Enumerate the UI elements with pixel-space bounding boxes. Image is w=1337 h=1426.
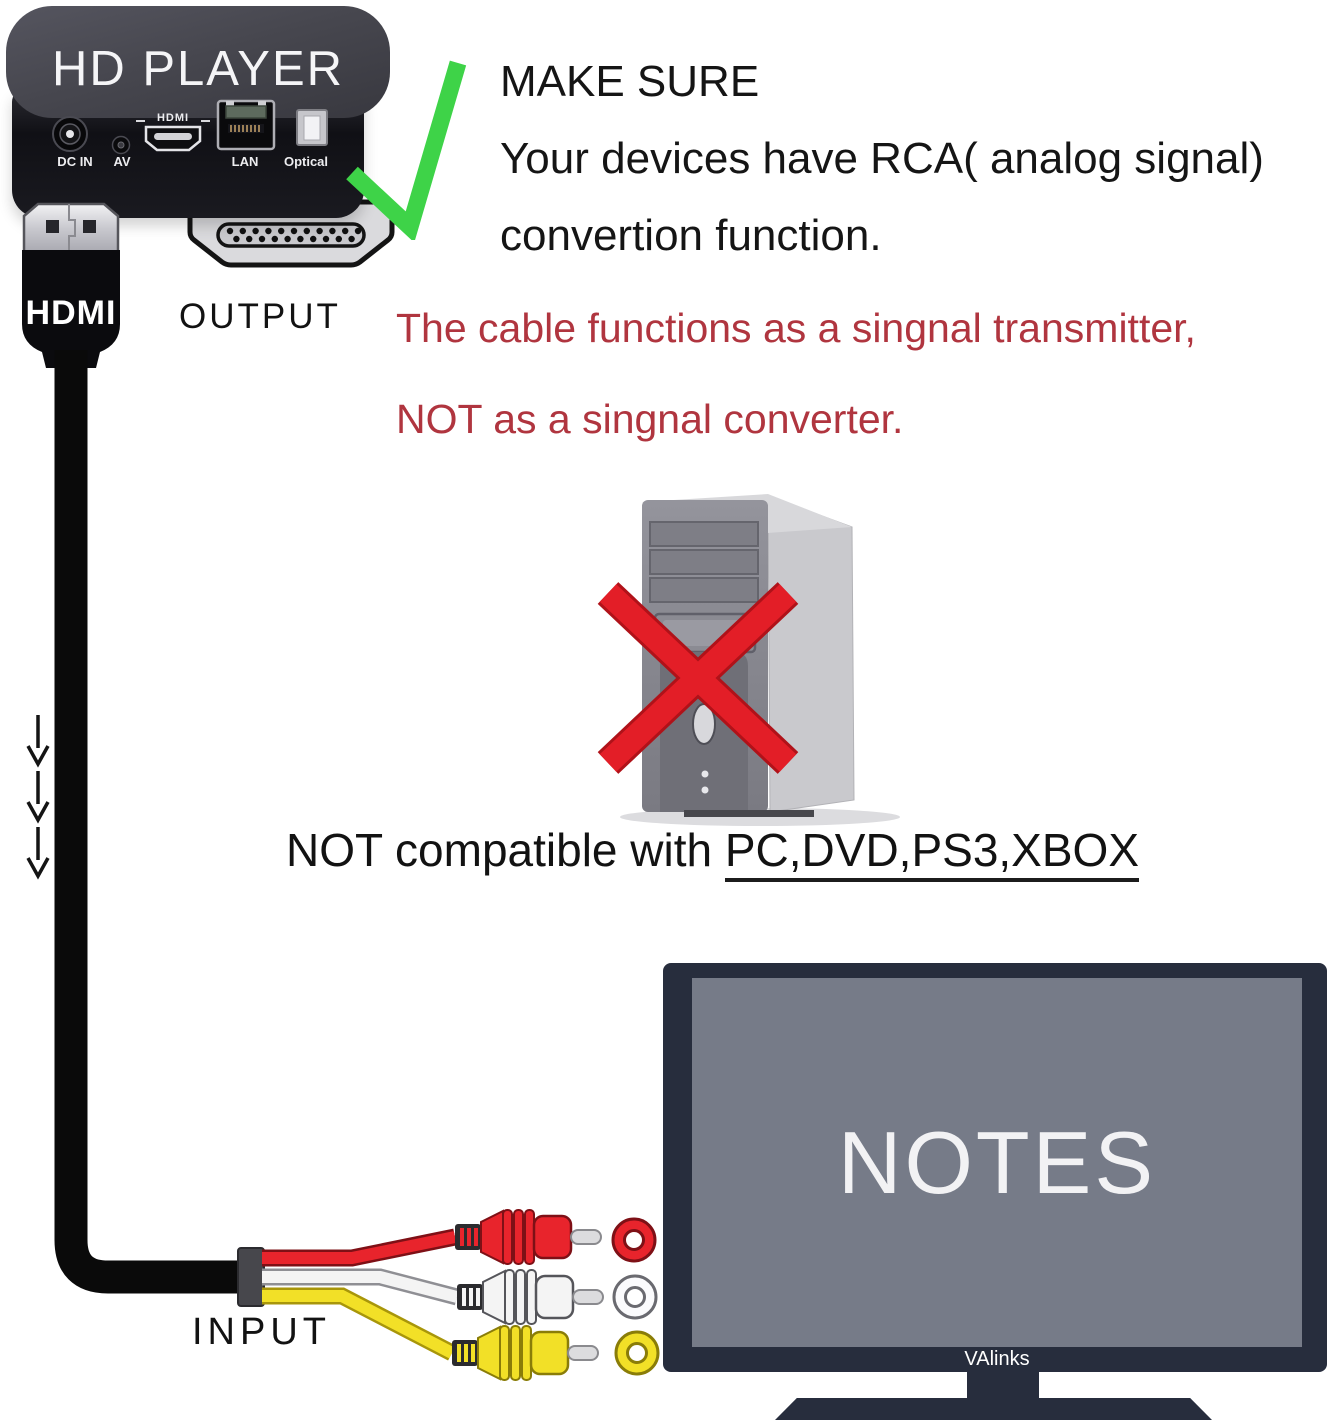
- hd-player-ports-icon: [52, 99, 328, 155]
- port-label-hdmi: HDMI: [156, 112, 190, 124]
- hd-player-title: HD PLAYER: [51, 42, 345, 96]
- cross-icon: [597, 582, 799, 774]
- hdmi-plug-icon: [22, 202, 120, 368]
- rca-plug-white-icon: [457, 1269, 604, 1325]
- tv-brand-label: VAlinks: [964, 1348, 1030, 1370]
- warning-line2: NOT as a singnal converter.: [396, 396, 904, 442]
- cable-splitter: [237, 1247, 265, 1307]
- cable-assembly-icon: [26, 350, 660, 1381]
- port-label-lan: LAN: [231, 154, 259, 169]
- hdmi-plug-label: HDMI: [25, 294, 117, 332]
- tv-stand-base: [775, 1398, 1212, 1420]
- port-label-dcin: DC IN: [57, 154, 93, 169]
- pc-tower-image: [597, 494, 900, 826]
- make-sure-line3: convertion function.: [500, 211, 882, 260]
- tv-screen: NOTES: [692, 978, 1302, 1347]
- port-label-optical: Optical: [283, 154, 329, 169]
- tv-notes-text: NOTES: [837, 1112, 1157, 1212]
- down-arrows-icon: [26, 715, 50, 880]
- compatibility-prefix: NOT compatible with: [286, 824, 725, 876]
- rca-jack-yellow-icon: [614, 1330, 660, 1376]
- rca-plug-yellow-icon: [452, 1325, 599, 1381]
- make-sure-line2: Your devices have RCA( analog signal): [500, 134, 1264, 183]
- compatibility-note: NOT compatible with PC,DVD,PS3,XBOX: [286, 823, 1140, 882]
- make-sure-heading: MAKE SURE: [500, 57, 760, 106]
- output-label: OUTPUT: [179, 297, 341, 336]
- input-label: INPUT: [192, 1311, 331, 1353]
- check-icon: [346, 60, 467, 240]
- tv-stand-neck: [967, 1372, 1039, 1399]
- port-label-av: AV: [113, 154, 131, 169]
- rca-jack-red-icon: [611, 1217, 657, 1263]
- compatibility-devices: PC,DVD,PS3,XBOX: [724, 824, 1140, 882]
- rca-plug-red-icon: [455, 1209, 602, 1265]
- warning-line1: The cable functions as a singnal transmi…: [396, 305, 1196, 351]
- rca-jack-white-icon: [612, 1274, 658, 1320]
- hd-player-top: HD PLAYER: [6, 6, 390, 118]
